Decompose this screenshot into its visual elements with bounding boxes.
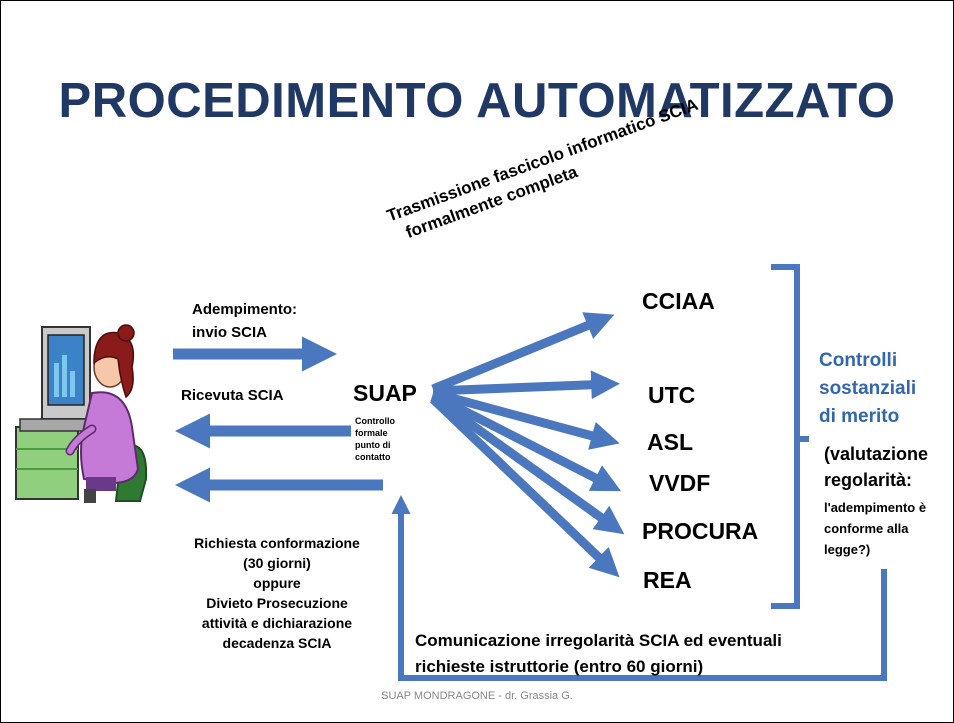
controls-subheading: (valutazione regolarità: <box>824 444 929 490</box>
entity-utc: UTC <box>648 382 696 408</box>
arrow-to-cciaa <box>431 312 615 394</box>
entity-asl: ASL <box>647 429 693 455</box>
arrow-to-rea <box>429 395 620 578</box>
entity-vvdf: VVDF <box>649 470 711 496</box>
arrow-to-asl <box>431 388 620 450</box>
slide-title: PROCEDIMENTO AUTOMATIZZATO <box>58 74 896 128</box>
arrow-feedback-loop <box>391 495 887 681</box>
suap-label: SUAP <box>353 380 417 406</box>
entity-rea: REA <box>643 567 692 593</box>
arrow-to-vvdf <box>430 390 622 492</box>
label-adempimento: Adempimento: invio SCIA <box>192 301 297 341</box>
label-richiesta-conformazione: Richiesta conformazione (30 giorni) oppu… <box>194 535 360 651</box>
label-ricevuta-scia: Ricevuta SCIA <box>181 387 284 404</box>
label-comunicazione-irregolarita: Comunicazione irregolarità SCIA ed event… <box>415 631 782 676</box>
person-computer-illustration <box>15 324 148 503</box>
entity-procura: PROCURA <box>642 518 759 544</box>
suap-note: Controllo formale punto di contatto <box>355 416 395 462</box>
controls-heading: Controlli sostanziali di merito <box>819 350 917 427</box>
controls-detail: l'adempimento è conforme alla legge?) <box>824 500 927 557</box>
arrow-to-utc <box>432 370 620 400</box>
controls-bracket <box>771 264 809 609</box>
entity-cciaa: CCIAA <box>642 288 715 314</box>
slide-footer: SUAP MONDRAGONE - dr. Grassia G. <box>381 690 573 702</box>
arrow-to-procura <box>430 393 625 535</box>
